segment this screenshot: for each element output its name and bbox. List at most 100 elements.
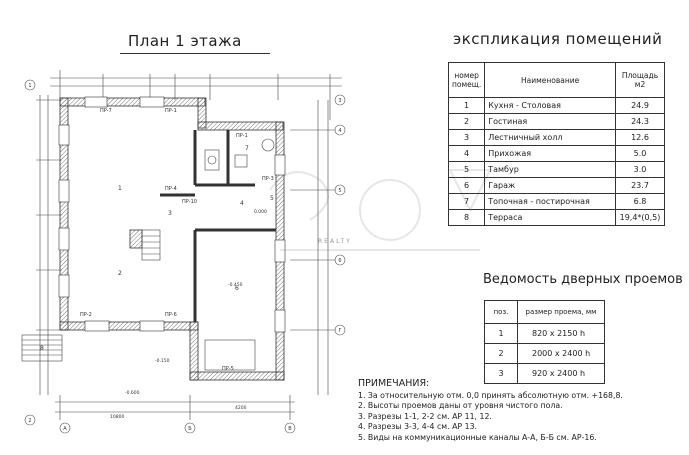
col-header-area: Площадь м2 — [615, 62, 665, 98]
axis-label: В — [288, 426, 292, 432]
axis-label: 5 — [338, 188, 341, 194]
room-number: 3 — [168, 210, 172, 217]
cell-name: Кухня - Столовая — [484, 97, 616, 114]
door-labels: ПР-7 ПР-1 ПР-1 ПР-3 ПР-6 ПР-4 ПР-2 ПР-10… — [80, 108, 274, 372]
cell-name: Топочная - постирочная — [484, 193, 616, 210]
axis-label: 2 — [28, 418, 31, 424]
room-number: 2 — [118, 270, 122, 277]
cell-area: 23.7 — [615, 177, 665, 194]
level-mark: -0.150 — [155, 358, 170, 364]
bottom-dimensions — [55, 395, 295, 420]
door-label: ПР-7 — [100, 108, 112, 114]
col-header-name: Наименование — [484, 62, 616, 98]
cell-area: 3.0 — [615, 161, 665, 178]
cell-num: 2 — [484, 343, 518, 364]
table-header-row: номер помещ. Наименование Площадь м2 — [447, 62, 665, 98]
axis-labels: 1 2 3 4 5 6 А Б В Г — [28, 83, 341, 432]
note-item: 2. Высоты проемов даны от уровня чистого… — [358, 401, 563, 411]
cell-name: Лестничный холл — [484, 129, 616, 146]
axis-label: Б — [188, 426, 192, 432]
cell-name: Тамбур — [484, 161, 616, 178]
plan-title: План 1 этажа — [128, 32, 242, 50]
cell-name: Прихожая — [484, 145, 616, 162]
room-number: 5 — [270, 195, 274, 202]
cell-num: 6 — [447, 177, 486, 194]
right-dimensions — [290, 100, 340, 395]
notes-title: ПРИМЕЧАНИЯ: — [358, 378, 430, 389]
level-mark: -0.450 — [228, 282, 243, 288]
inner-walls — [160, 130, 276, 322]
cell-area: 19,4*(0,5) — [615, 209, 665, 226]
watermark-text: REALTY — [318, 238, 352, 245]
note-item: 5. Виды на коммуникационные каналы А-А, … — [358, 432, 597, 442]
table-header-row: поз. размер проема, мм — [484, 300, 605, 324]
cell-area: 6.8 — [615, 193, 665, 210]
door-label: ПР-6 — [165, 312, 177, 318]
dimension-text: 10800 — [110, 414, 124, 420]
cell-size: 2000 x 2400 h — [517, 343, 605, 364]
grid-axes — [24, 79, 346, 434]
notes-list: 1. За относительную отм. 0,0 принять абс… — [358, 391, 623, 443]
room-number: 7 — [245, 145, 249, 152]
level-mark: -0.600 — [125, 390, 140, 396]
cell-name: Терраса — [484, 209, 616, 226]
cell-num: 5 — [447, 161, 486, 178]
cell-num: 1 — [484, 323, 518, 344]
cell-area: 5.0 — [615, 145, 665, 162]
col-header-pos: поз. — [484, 300, 518, 324]
room-number: 4 — [240, 200, 244, 207]
cell-num: 3 — [484, 363, 518, 384]
room-number: 6 — [235, 285, 239, 292]
title-underline — [120, 53, 270, 54]
room-labels: 1 2 3 4 5 6 7 8 — [40, 145, 274, 352]
door-label: ПР-1 — [236, 133, 248, 139]
door-label: ПР-4 — [165, 186, 177, 192]
stair — [141, 229, 161, 261]
axis-label: Г — [338, 328, 341, 334]
axis-label: 3 — [338, 98, 341, 104]
top-dimensions — [50, 70, 342, 120]
cell-num: 8 — [447, 209, 486, 226]
cell-name: Гараж — [484, 177, 616, 194]
col-header-size: размер проема, мм — [517, 300, 605, 324]
door-label: ПР-2 — [80, 312, 92, 318]
axis-label: 4 — [338, 128, 341, 134]
cell-size: 920 x 2400 h — [517, 363, 605, 384]
cell-area: 12.6 — [615, 129, 665, 146]
fixtures — [204, 138, 275, 171]
door-label: ПР-5 — [222, 366, 234, 372]
overall-dims: 10800 4200 — [110, 405, 247, 420]
note-item: 1. За относительную отм. 0,0 принять абс… — [358, 391, 623, 400]
level-marks: 0.000 -0.150 -0.450 -0.600 — [125, 209, 267, 396]
cell-area: 24.3 — [615, 113, 665, 130]
doors-title: Ведомость дверных проемов — [483, 272, 683, 287]
note-item: 4. Разрезы 3-3, 4-4 см. АР 13. — [358, 422, 478, 432]
dimension-text: 4200 — [235, 405, 247, 411]
cell-area: 24.9 — [615, 97, 665, 114]
cell-num: 4 — [447, 145, 486, 162]
axis-label: А — [63, 426, 67, 432]
room-number: 1 — [118, 185, 122, 192]
cell-num: 3 — [447, 129, 486, 146]
windows — [58, 96, 286, 333]
level-mark: 0.000 — [254, 209, 267, 215]
col-header-num: номер помещ. — [447, 62, 486, 98]
cell-num: 2 — [447, 113, 486, 130]
terrace — [21, 334, 256, 371]
room-number: 8 — [40, 345, 44, 352]
door-label: ПР-10 — [182, 199, 197, 205]
